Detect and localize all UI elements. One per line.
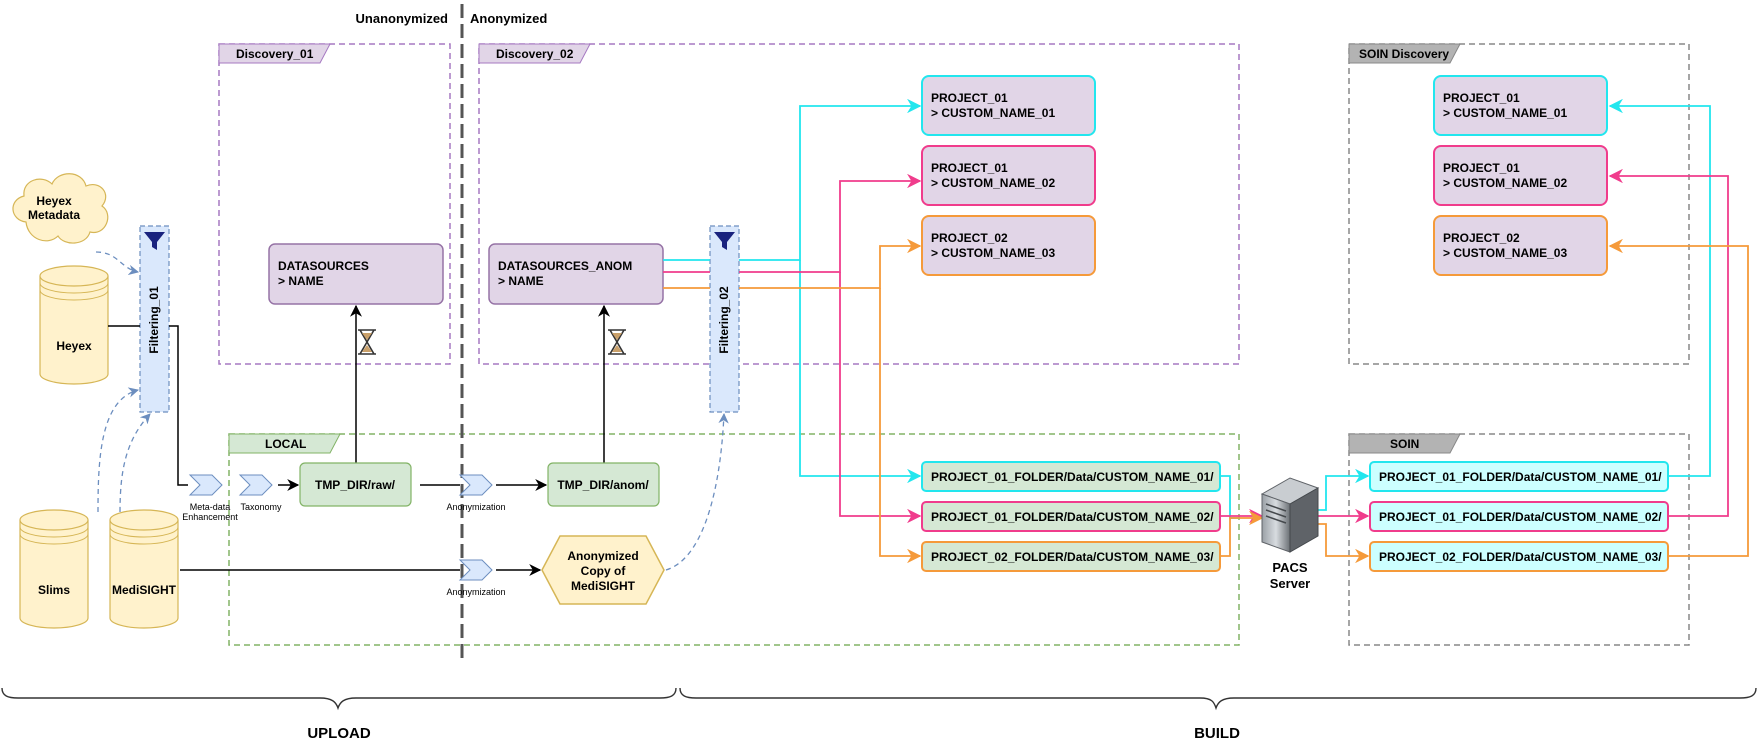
project-name: PROJECT_01 — [931, 161, 1008, 175]
folder-label: PROJECT_02_FOLDER/Data/CUSTOM_NAME_03/ — [931, 550, 1214, 564]
filtering-01: Filtering_01 — [139, 225, 170, 413]
heyex-metadata-cloud: Heyex Metadata — [12, 173, 109, 244]
build-label: BUILD — [1194, 725, 1240, 742]
build-brace: BUILD — [679, 687, 1757, 742]
project-box: PROJECT_01> CUSTOM_NAME_02 — [921, 145, 1096, 206]
hourglass-icon — [608, 329, 626, 355]
funnel-icon — [144, 232, 165, 250]
datasources-anom-label-2: > NAME — [498, 274, 544, 288]
datasources-label-1: DATASOURCES — [278, 259, 369, 273]
anonymized-copy-label-1: Anonymized — [567, 549, 638, 563]
project-name: PROJECT_01 — [931, 91, 1008, 105]
anonymized-copy-node: Anonymized Copy of MediSIGHT — [541, 535, 665, 605]
local-group: LOCAL — [228, 433, 1240, 646]
soin-discovery-label: SOIN Discovery — [1359, 47, 1449, 61]
pacs-outputs — [1318, 468, 1370, 564]
pacs-server-icon: PACS Server — [1260, 477, 1320, 591]
folder-box: PROJECT_01_FOLDER/Data/CUSTOM_NAME_01/ — [921, 461, 1221, 492]
filtering-02: Filtering_02 — [709, 225, 740, 413]
folder-label: PROJECT_01_FOLDER/Data/CUSTOM_NAME_02/ — [931, 510, 1214, 524]
pacs-inputs — [1220, 475, 1264, 557]
folder-label: PROJECT_01_FOLDER/Data/CUSTOM_NAME_02/ — [1379, 510, 1662, 524]
soin-label: SOIN — [1390, 437, 1419, 451]
project-box: PROJECT_02> CUSTOM_NAME_03 — [921, 215, 1096, 276]
folder-box: PROJECT_01_FOLDER/Data/CUSTOM_NAME_02/ — [1369, 501, 1669, 532]
folder-label: PROJECT_02_FOLDER/Data/CUSTOM_NAME_03/ — [1379, 550, 1662, 564]
anonymization-label-1: Anonymization — [446, 502, 505, 512]
discovery-02-label: Discovery_02 — [496, 47, 574, 61]
local-label: LOCAL — [265, 437, 306, 451]
project-custom-name: > CUSTOM_NAME_01 — [1443, 106, 1567, 120]
filter-inputs — [95, 251, 729, 571]
folder-label: PROJECT_01_FOLDER/Data/CUSTOM_NAME_01/ — [1379, 470, 1662, 484]
discovery-01-label: Discovery_01 — [236, 47, 314, 61]
metadata-enhancement-label-2: Enhancement — [182, 512, 238, 522]
tmp-raw-node: TMP_DIR/raw/ — [299, 462, 412, 507]
project-custom-name: > CUSTOM_NAME_01 — [931, 106, 1055, 120]
pacs-label-1: PACS — [1272, 560, 1307, 575]
project-custom-name: > CUSTOM_NAME_03 — [1443, 246, 1567, 260]
datasources-label-2: > NAME — [278, 274, 324, 288]
project-box: PROJECT_01> CUSTOM_NAME_01 — [1433, 75, 1608, 136]
tmp-anom-label: TMP_DIR/anom/ — [557, 478, 649, 492]
project-box: PROJECT_01> CUSTOM_NAME_02 — [1433, 145, 1608, 206]
anonymized-copy-label-3: MediSIGHT — [571, 579, 636, 593]
project-name: PROJECT_02 — [931, 231, 1008, 245]
project-name: PROJECT_02 — [1443, 231, 1520, 245]
medisight-label: MediSIGHT — [112, 583, 177, 597]
slims-label: Slims — [38, 583, 70, 597]
project-box: PROJECT_02> CUSTOM_NAME_03 — [1433, 215, 1608, 276]
upload-label: UPLOAD — [307, 725, 371, 742]
anonymized-copy-label-2: Copy of — [581, 564, 627, 578]
filtering-02-label: Filtering_02 — [717, 286, 731, 354]
project-custom-name: > CUSTOM_NAME_02 — [1443, 176, 1567, 190]
datasources-anom-node: DATASOURCES_ANOM > NAME — [488, 243, 664, 305]
folder-box: PROJECT_01_FOLDER/Data/CUSTOM_NAME_02/ — [921, 501, 1221, 532]
datasources-anom-label-1: DATASOURCES_ANOM — [498, 259, 632, 273]
step-chevrons — [188, 474, 493, 581]
discovery-02-group: Discovery_02 — [478, 43, 1240, 365]
medisight-database-icon: MediSIGHT — [109, 509, 179, 629]
folder-label: PROJECT_01_FOLDER/Data/CUSTOM_NAME_01/ — [931, 470, 1214, 484]
soin-group: SOIN — [1348, 433, 1690, 646]
soin-discovery-group: SOIN Discovery — [1348, 43, 1690, 365]
unanonymized-label: Unanonymized — [356, 11, 449, 26]
tmp-anom-node: TMP_DIR/anom/ — [547, 462, 660, 507]
heyex-label: Heyex — [56, 339, 92, 353]
heyex-metadata-label-1: Heyex — [36, 194, 72, 208]
soin-folder-list: PROJECT_01_FOLDER/Data/CUSTOM_NAME_01/PR… — [1369, 461, 1669, 572]
anonymization-label-2: Anonymization — [446, 587, 505, 597]
project-custom-name: > CUSTOM_NAME_02 — [931, 176, 1055, 190]
project-box: PROJECT_01> CUSTOM_NAME_01 — [921, 75, 1096, 136]
taxonomy-label: Taxonomy — [240, 502, 282, 512]
metadata-enhancement-label-1: Meta-data — [190, 502, 231, 512]
filtering-01-label: Filtering_01 — [147, 286, 161, 354]
pacs-label-2: Server — [1270, 576, 1310, 591]
black-flows — [108, 304, 610, 576]
folder-list: PROJECT_01_FOLDER/Data/CUSTOM_NAME_01/PR… — [921, 461, 1221, 572]
upload-brace: UPLOAD — [1, 687, 677, 742]
anonymized-label: Anonymized — [470, 11, 547, 26]
datasources-node: DATASOURCES > NAME — [268, 243, 444, 305]
heyex-database-icon: Heyex — [39, 265, 109, 385]
funnel-icon — [714, 232, 735, 250]
folder-box: PROJECT_02_FOLDER/Data/CUSTOM_NAME_03/ — [1369, 541, 1669, 572]
project-flows — [663, 106, 920, 564]
slims-database-icon: Slims — [19, 509, 89, 629]
project-name: PROJECT_01 — [1443, 91, 1520, 105]
folder-box: PROJECT_02_FOLDER/Data/CUSTOM_NAME_03/ — [921, 541, 1221, 572]
project-name: PROJECT_01 — [1443, 161, 1520, 175]
discovery-01-group: Discovery_01 — [218, 43, 451, 365]
folder-box: PROJECT_01_FOLDER/Data/CUSTOM_NAME_01/ — [1369, 461, 1669, 492]
soin-project-flows — [1608, 98, 1749, 557]
tmp-raw-label: TMP_DIR/raw/ — [315, 478, 396, 492]
hourglass-icon — [358, 329, 376, 355]
project-custom-name: > CUSTOM_NAME_03 — [931, 246, 1055, 260]
heyex-metadata-label-2: Metadata — [28, 208, 80, 222]
